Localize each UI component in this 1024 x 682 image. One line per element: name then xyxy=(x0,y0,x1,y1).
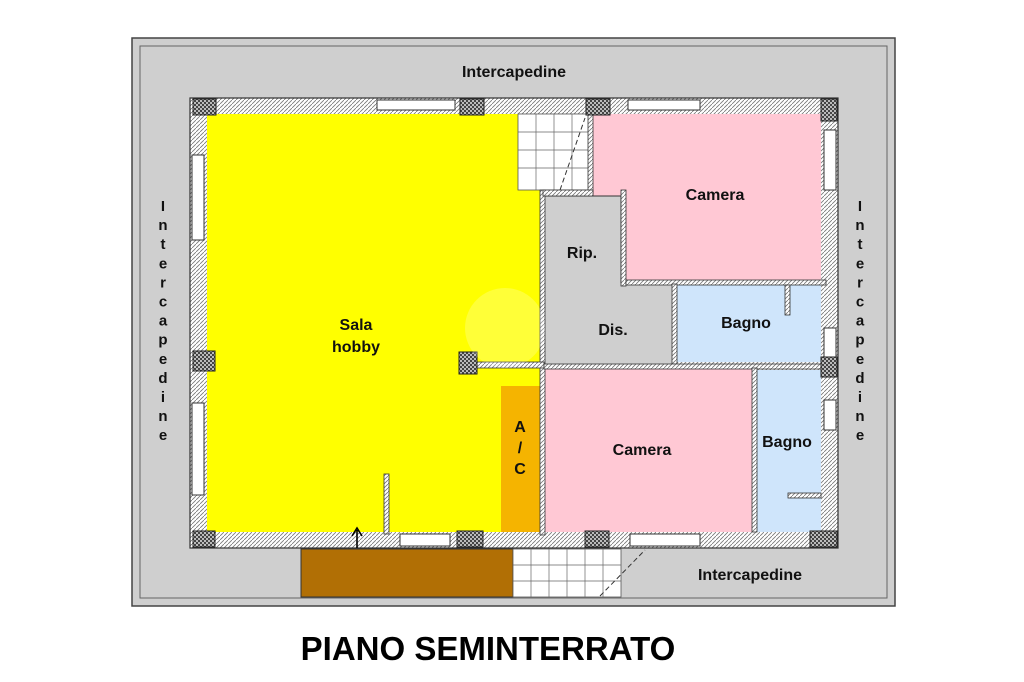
camera-top-room xyxy=(592,114,821,283)
bagno-bottom-room xyxy=(756,370,821,532)
label-sala-line2: hobby xyxy=(332,339,380,356)
left-vert-letter: p xyxy=(158,332,167,349)
page-title: PIANO SEMINTERRATO xyxy=(300,630,676,667)
right-vert-letter: p xyxy=(855,332,864,349)
left-vert-letter: t xyxy=(161,236,166,253)
ac-room xyxy=(501,386,540,532)
label-intercapedine-top: Intercapedine xyxy=(462,64,566,81)
left-vert-letter: r xyxy=(160,274,166,291)
right-vert-letter: t xyxy=(858,236,863,253)
right-vert-letter: e xyxy=(856,427,864,444)
label-sala-line1: Sala xyxy=(340,317,373,334)
label-bagno-top: Bagno xyxy=(721,315,771,332)
label-intercapedine-left: Intercapedine xyxy=(158,198,167,444)
label-rip: Rip. xyxy=(567,245,597,262)
right-vert-letter: c xyxy=(856,294,864,311)
right-vert-letter: i xyxy=(858,389,862,406)
label-intercapedine-right: Intercapedine xyxy=(855,198,864,444)
label-dis: Dis. xyxy=(598,322,627,339)
right-vert-letter: n xyxy=(855,217,864,234)
camera-bottom-room xyxy=(544,367,752,532)
right-vert-letter: e xyxy=(856,255,864,272)
label-ac-line3: C xyxy=(514,461,526,478)
label-camera-top: Camera xyxy=(686,187,745,204)
label-bagno-bottom: Bagno xyxy=(762,434,812,451)
label-camera-bottom: Camera xyxy=(613,442,672,459)
label-ac-line1: A xyxy=(514,419,526,436)
left-vert-letter: c xyxy=(159,294,167,311)
left-vert-letter: e xyxy=(159,255,167,272)
right-vert-letter: d xyxy=(855,370,864,387)
esterno-landing xyxy=(300,548,514,598)
sala-hobby-room xyxy=(207,114,541,532)
label-ac-line2: / xyxy=(518,440,523,457)
pillars xyxy=(192,98,838,548)
bagno-top-room xyxy=(677,284,821,362)
left-vert-letter: d xyxy=(158,370,167,387)
right-vert-letter: r xyxy=(857,274,863,291)
left-vert-letter: e xyxy=(159,351,167,368)
right-vert-letter: I xyxy=(858,198,862,215)
right-vert-letter: n xyxy=(855,408,864,425)
left-vert-letter: n xyxy=(158,408,167,425)
left-vert-letter: a xyxy=(159,313,168,330)
windows xyxy=(191,99,837,547)
label-intercapedine-bottom: Intercapedine xyxy=(698,567,802,584)
watermark xyxy=(465,288,545,368)
right-vert-letter: e xyxy=(856,351,864,368)
left-vert-letter: I xyxy=(161,198,165,215)
left-vert-letter: i xyxy=(161,389,165,406)
disimpegno-room xyxy=(544,283,675,365)
entrance-arrow xyxy=(351,526,363,548)
interior-walls xyxy=(383,113,827,536)
left-vert-letter: e xyxy=(159,427,167,444)
right-vert-letter: a xyxy=(856,313,865,330)
left-vert-letter: n xyxy=(158,217,167,234)
